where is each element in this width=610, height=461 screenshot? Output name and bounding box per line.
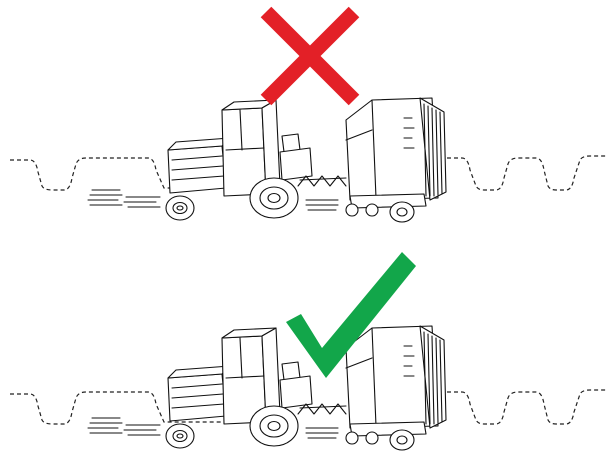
panel-incorrect bbox=[10, 12, 606, 222]
tractor-baler-top bbox=[88, 98, 446, 222]
tractor-baler-bottom bbox=[88, 326, 446, 450]
cross-icon bbox=[266, 12, 354, 100]
